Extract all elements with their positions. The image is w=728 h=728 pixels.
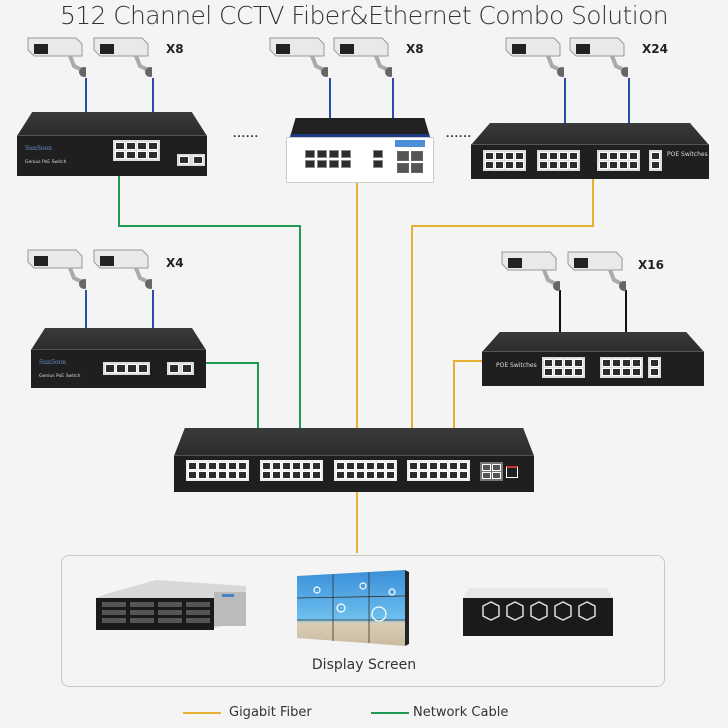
uplink-ports bbox=[167, 362, 194, 375]
network-swatch-icon bbox=[371, 711, 409, 714]
cctv-camera-icon bbox=[93, 249, 152, 289]
legend-label: Gigabit Fiber bbox=[229, 705, 312, 720]
cctv-camera-icon bbox=[269, 37, 328, 77]
cctv-camera-icon bbox=[505, 37, 564, 77]
legend-item-fiber: Gigabit Fiber bbox=[183, 705, 312, 720]
port-block bbox=[600, 357, 643, 378]
switch-label: POE Switches bbox=[667, 151, 708, 158]
sfp-ports bbox=[480, 462, 503, 481]
port-block bbox=[303, 148, 353, 170]
console-port bbox=[506, 466, 518, 478]
legend-item-network: Network Cable bbox=[371, 705, 508, 720]
cctv-camera-icon bbox=[27, 37, 86, 77]
switch-label: POE Switches bbox=[496, 362, 537, 369]
poe-switch-24port: POE Switches bbox=[471, 123, 709, 179]
ellipsis: ...... bbox=[446, 126, 473, 140]
camera-quantity: X16 bbox=[638, 258, 664, 272]
cctv-camera-icon bbox=[93, 37, 152, 77]
port-block bbox=[334, 460, 397, 481]
poe-switch-4port: SunSoon Genius PoE Switch bbox=[31, 328, 206, 388]
port-block bbox=[483, 150, 526, 171]
storage-server-icon bbox=[463, 588, 613, 636]
switch-label: Genius PoE Switch bbox=[25, 160, 67, 165]
port-block bbox=[407, 460, 470, 481]
port-block bbox=[597, 150, 640, 171]
poe-switch-8port: SunSoon Genius PoE Switch bbox=[17, 112, 207, 176]
camera-quantity: X8 bbox=[406, 42, 424, 56]
core-switch-48port bbox=[174, 428, 534, 492]
legend-label: Network Cable bbox=[413, 705, 509, 720]
network-cable-mid-left bbox=[206, 362, 259, 430]
display-screen-label: Display Screen bbox=[311, 657, 417, 673]
fiber-connectors bbox=[395, 140, 425, 147]
camera-quantity: X4 bbox=[166, 256, 184, 270]
switch-brand: SunSoon bbox=[39, 359, 67, 366]
diagram-title: 512 Channel CCTV Fiber&Ethernet Combo So… bbox=[59, 1, 669, 30]
fiber-swatch-icon bbox=[183, 711, 221, 714]
switch-brand: SunSoon bbox=[25, 145, 53, 152]
port-block bbox=[542, 357, 585, 378]
sfp-ports bbox=[395, 149, 425, 175]
cctv-camera-icon bbox=[333, 37, 392, 77]
poe-switch-16port: POE Switches bbox=[482, 332, 704, 386]
uplink-ports bbox=[177, 154, 205, 166]
port-block bbox=[371, 148, 385, 170]
fiber-mid-right bbox=[453, 360, 482, 430]
video-wall-icon bbox=[297, 570, 409, 646]
network-cable-top-left bbox=[118, 176, 301, 430]
port-block bbox=[537, 150, 580, 171]
cctv-camera-icon bbox=[567, 251, 626, 291]
camera-quantity: X24 bbox=[642, 42, 668, 56]
port-block bbox=[113, 140, 160, 161]
port-block bbox=[103, 362, 150, 375]
industrial-fiber-switch bbox=[286, 118, 434, 183]
uplink-ports bbox=[648, 357, 661, 378]
cctv-camera-icon bbox=[27, 249, 86, 289]
uplink-ports bbox=[649, 150, 662, 171]
nvr-storage-icon bbox=[96, 580, 246, 630]
port-block bbox=[260, 460, 323, 481]
port-block bbox=[186, 460, 249, 481]
switch-label: Genius PoE Switch bbox=[39, 374, 81, 379]
ellipsis: ...... bbox=[233, 126, 260, 140]
cctv-camera-icon bbox=[501, 251, 560, 291]
cctv-camera-icon bbox=[569, 37, 628, 77]
fiber-top-right bbox=[411, 178, 594, 430]
camera-quantity: X8 bbox=[166, 42, 184, 56]
